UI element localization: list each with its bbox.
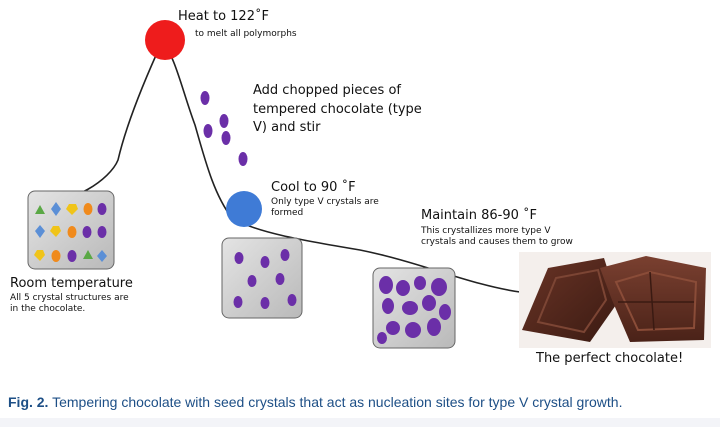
caption-text: Tempering chocolate with seed crystals t… (48, 394, 623, 410)
cool-note-2: formed (271, 208, 304, 218)
room-note-2: in the chocolate. (10, 304, 86, 314)
bottom-band (0, 418, 720, 427)
room-title: Room temperature (10, 276, 133, 291)
maintain-note-2: crystals and causes them to grow (421, 237, 573, 247)
caption-label: Fig. 2. (8, 394, 49, 410)
perfect-chocolate-label: The perfect chocolate! (536, 351, 684, 366)
room-note-1: All 5 crystal structures are (10, 293, 129, 303)
figure-caption: Fig. 2. Tempering chocolate with seed cr… (8, 394, 622, 410)
heat-note: to melt all polymorphs (195, 29, 297, 39)
add-line-1: Add chopped pieces of (253, 83, 401, 98)
maintain-box (372, 267, 456, 349)
heat-title: Heat to 122˚F (178, 9, 269, 24)
cool-note-1: Only type V crystals are (271, 197, 379, 207)
maintain-note-1: This crystallizes more type V (421, 226, 551, 236)
maintain-title: Maintain 86-90 ˚F (421, 208, 537, 223)
heat-dot (145, 20, 185, 60)
cool-title: Cool to 90 ˚F (271, 180, 356, 195)
chocolate-pieces-image (519, 252, 711, 348)
add-line-3: V) and stir (253, 120, 321, 135)
room-temperature-box (27, 190, 115, 270)
cool-dot (226, 191, 262, 227)
seed-crystals (200, 91, 248, 166)
temperature-curve (43, 40, 521, 293)
add-line-2: tempered chocolate (type (253, 102, 422, 117)
cool-box (221, 237, 303, 319)
